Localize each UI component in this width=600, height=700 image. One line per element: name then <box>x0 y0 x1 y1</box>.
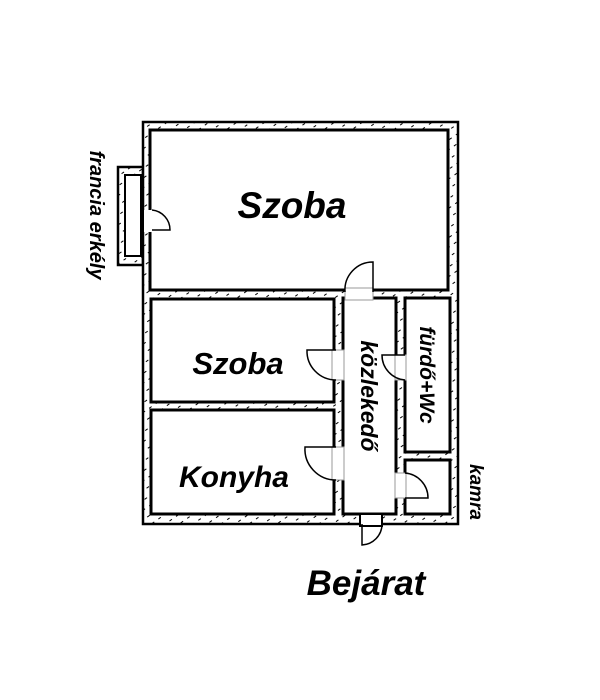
living-room-door <box>344 261 374 301</box>
bathroom <box>403 296 452 454</box>
bathroom-label: fürdő+Wc <box>415 326 438 424</box>
corridor <box>341 296 398 516</box>
balcony-label: francia erkély <box>85 151 107 281</box>
living-room <box>148 128 450 292</box>
entrance-door <box>359 513 383 546</box>
entrance-label: Bejárat <box>307 564 427 603</box>
balcony-door <box>144 209 171 232</box>
living-room-label: Szoba <box>238 185 347 226</box>
corridor-label: közlekedő <box>356 340 382 452</box>
pantry-label: kamra <box>465 464 486 520</box>
bedroom-door <box>306 349 345 381</box>
pantry-door <box>394 472 429 499</box>
kitchen-door <box>304 446 345 481</box>
kitchen-label: Konyha <box>179 461 289 494</box>
bathroom-door <box>381 354 407 381</box>
bedroom-label: Szoba <box>192 346 283 381</box>
french-balcony <box>116 165 145 267</box>
pantry <box>403 458 452 516</box>
kitchen <box>149 408 336 516</box>
